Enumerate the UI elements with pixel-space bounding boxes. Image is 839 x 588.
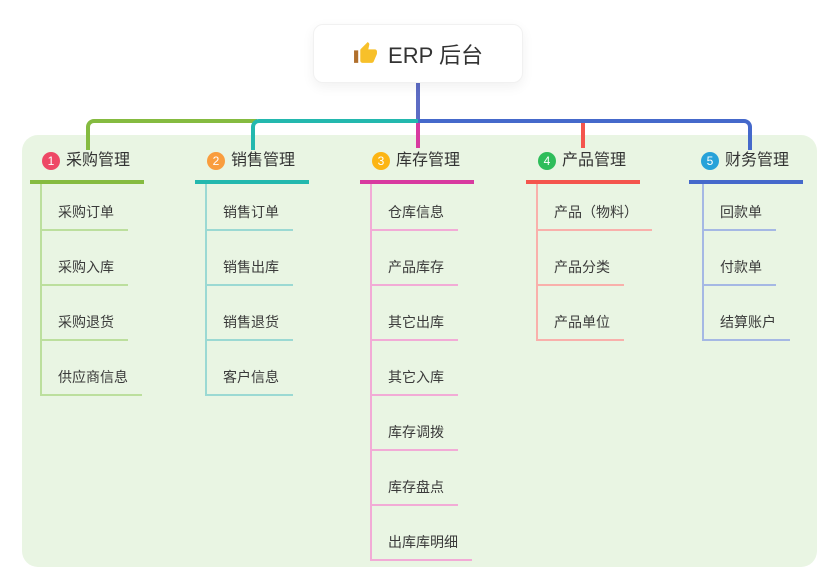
node-kucun-diaobo[interactable]: 库存调拨	[370, 423, 458, 451]
connector-branch-5-line	[418, 119, 752, 150]
node-xiaoshou-chuku[interactable]: 销售出库	[205, 258, 293, 286]
node-qita-ruku[interactable]: 其它入库	[370, 368, 458, 396]
node-kucun-pandian[interactable]: 库存盘点	[370, 478, 458, 506]
branch-2-label: 销售管理	[231, 152, 296, 169]
branch-5-child-line	[702, 184, 704, 341]
branch-3-label: 库存管理	[396, 152, 461, 169]
branch-4-badge: 4	[538, 152, 556, 170]
node-chanpin-danwei[interactable]: 产品单位	[536, 313, 624, 341]
node-xiaoshou-dingdan[interactable]: 销售订单	[205, 203, 293, 231]
node-qita-chuku[interactable]: 其它出库	[370, 313, 458, 341]
branch-2-badge: 2	[207, 152, 225, 170]
connector-branch-3-line	[416, 123, 420, 148]
node-gongyingshang-xinxi[interactable]: 供应商信息	[40, 368, 142, 396]
branch-2-title[interactable]: 2 销售管理	[195, 151, 310, 184]
connector-branch-4-line	[581, 123, 585, 148]
node-chanpin-kucun[interactable]: 产品库存	[370, 258, 458, 286]
node-fukuandan[interactable]: 付款单	[702, 258, 776, 286]
node-jiesuan-zhanghu[interactable]: 结算账户	[702, 313, 790, 341]
branch-1-title[interactable]: 1 采购管理	[30, 151, 145, 184]
connector-branch-1-line	[86, 119, 257, 150]
branch-5-badge: 5	[701, 152, 719, 170]
branch-4-title[interactable]: 4 产品管理	[526, 151, 641, 184]
node-huikuandan[interactable]: 回款单	[702, 203, 776, 231]
branch-3-title[interactable]: 3 库存管理	[360, 151, 475, 184]
branch-3-badge: 3	[372, 152, 390, 170]
branch-4-child-line	[536, 184, 538, 341]
connector-branch-2-line	[251, 119, 422, 150]
node-chuku-mingxi[interactable]: 出库库明细	[370, 533, 472, 561]
thumbs-up-icon	[353, 41, 378, 66]
node-caigou-dingdan[interactable]: 采购订单	[40, 203, 128, 231]
node-chanpin-fenlei[interactable]: 产品分类	[536, 258, 624, 286]
branch-1-label: 采购管理	[66, 152, 131, 169]
branches-panel	[22, 135, 817, 567]
root-label: ERP 后台	[388, 42, 483, 68]
branch-1-child-line	[40, 184, 42, 396]
node-cangku-xinxi[interactable]: 仓库信息	[370, 203, 458, 231]
root-node[interactable]: ERP 后台	[313, 24, 523, 83]
branch-2-child-line	[205, 184, 207, 396]
connector-root-line	[416, 83, 420, 121]
node-kehu-xinxi[interactable]: 客户信息	[205, 368, 293, 396]
node-chanpin-wuliao[interactable]: 产品（物料）	[536, 203, 652, 231]
branch-5-label: 财务管理	[725, 152, 790, 169]
node-xiaoshou-tuihuo[interactable]: 销售退货	[205, 313, 293, 341]
branch-5-title[interactable]: 5 财务管理	[689, 151, 804, 184]
branch-3-child-line	[370, 184, 372, 561]
node-caigou-tuihuo[interactable]: 采购退货	[40, 313, 128, 341]
branch-4-label: 产品管理	[562, 152, 627, 169]
branch-1-badge: 1	[42, 152, 60, 170]
node-caigou-ruku[interactable]: 采购入库	[40, 258, 128, 286]
